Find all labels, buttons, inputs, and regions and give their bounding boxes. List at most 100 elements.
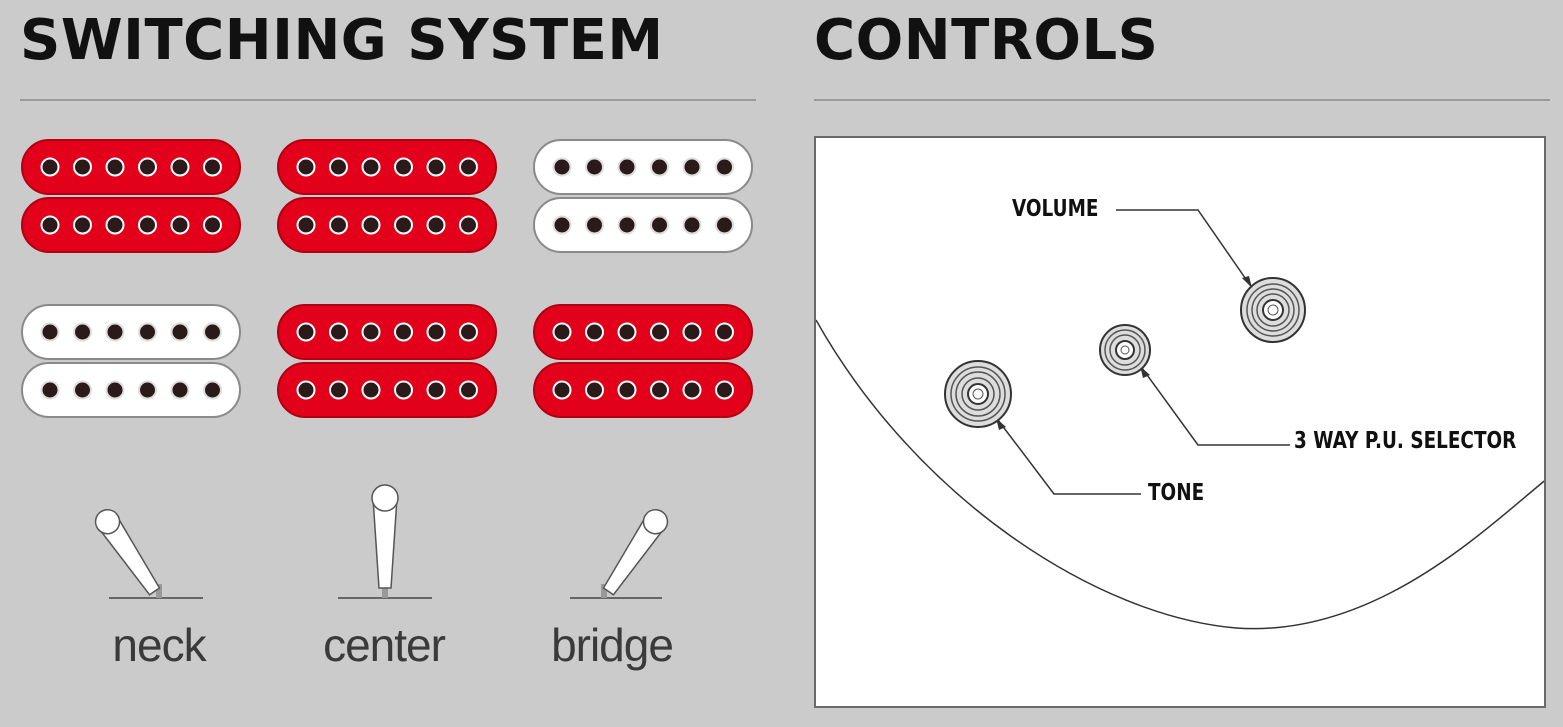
volume-label: VOLUME — [1012, 196, 1099, 222]
pole-piece — [715, 215, 734, 235]
pole-piece — [650, 215, 669, 235]
pole-piece — [650, 380, 669, 400]
pickup-center-neck-humbucker — [277, 139, 497, 253]
pole-piece — [585, 215, 604, 235]
pole-piece — [650, 157, 669, 177]
switch-bridge-icon — [570, 508, 669, 599]
pole-piece — [585, 380, 604, 400]
pickup-coil — [277, 197, 497, 253]
pole-piece — [73, 215, 92, 235]
pickup-coil — [533, 362, 753, 418]
pole-piece — [138, 322, 157, 342]
selector-knob-icon — [1099, 324, 1151, 376]
pickup-coil — [533, 139, 753, 195]
pole-piece — [361, 157, 381, 177]
pole-piece — [617, 380, 637, 400]
pickup-coil — [533, 197, 753, 253]
pickup-center-bridge-humbucker — [277, 304, 497, 418]
pickup-neck-neck-humbucker — [21, 139, 241, 253]
pole-piece — [459, 380, 478, 400]
pole-piece — [73, 157, 92, 177]
pole-piece — [40, 322, 60, 342]
pole-piece — [361, 380, 381, 400]
pickup-coil — [277, 139, 497, 195]
pole-piece — [105, 322, 125, 342]
pole-piece — [40, 215, 60, 235]
pole-piece — [682, 215, 702, 235]
guitar-body-outline — [816, 319, 1544, 630]
tone-leader-line — [997, 419, 1141, 495]
pole-piece — [585, 157, 604, 177]
pickup-diagram — [21, 139, 753, 418]
pole-piece — [394, 215, 413, 235]
pole-piece — [682, 322, 702, 342]
pole-piece — [329, 157, 348, 177]
switching-divider — [20, 99, 756, 101]
pole-piece — [296, 322, 316, 342]
pole-piece — [296, 380, 316, 400]
pole-piece — [138, 157, 157, 177]
pole-piece — [715, 322, 734, 342]
pole-piece — [361, 322, 381, 342]
pickup-coil — [21, 304, 241, 360]
switch-label-bridge: bridge — [551, 619, 674, 671]
pole-piece — [105, 380, 125, 400]
pole-piece — [426, 322, 446, 342]
pole-piece — [426, 157, 446, 177]
pole-piece — [459, 322, 478, 342]
pickup-coil — [21, 197, 241, 253]
pole-piece — [552, 215, 572, 235]
pole-piece — [715, 380, 734, 400]
pole-piece — [203, 322, 222, 342]
pole-piece — [170, 215, 190, 235]
controls-title: CONTROLS — [814, 8, 1159, 73]
volume-leader-line — [1116, 209, 1251, 286]
pole-piece — [203, 157, 222, 177]
pole-piece — [650, 322, 669, 342]
switching-system-title: SWITCHING SYSTEM — [20, 8, 664, 73]
pole-piece — [138, 215, 157, 235]
pole-piece — [585, 322, 604, 342]
pole-piece — [203, 215, 222, 235]
pole-piece — [459, 215, 478, 235]
switch-neck-icon — [94, 508, 203, 599]
switch-center-icon — [338, 484, 432, 599]
volume-knob-icon — [1240, 277, 1306, 343]
pole-piece — [329, 380, 348, 400]
pole-piece — [682, 157, 702, 177]
pickup-bridge-bridge-humbucker — [533, 304, 753, 418]
pole-piece — [394, 157, 413, 177]
pole-piece — [40, 157, 60, 177]
pole-piece — [617, 215, 637, 235]
pole-piece — [296, 215, 316, 235]
pole-piece — [715, 157, 734, 177]
pole-piece — [296, 157, 316, 177]
selector-leader-line — [1141, 367, 1290, 446]
pole-piece — [138, 380, 157, 400]
pole-piece — [170, 322, 190, 342]
selector-label: 3 WAY P.U. SELECTOR — [1294, 428, 1517, 454]
pole-piece — [552, 380, 572, 400]
tone-label: TONE — [1148, 480, 1205, 506]
pickup-coil — [21, 362, 241, 418]
pole-piece — [617, 157, 637, 177]
pole-piece — [552, 322, 572, 342]
pole-piece — [73, 380, 92, 400]
pole-piece — [426, 380, 446, 400]
pole-piece — [170, 157, 190, 177]
pickup-neck-bridge-humbucker — [21, 304, 241, 418]
pole-piece — [459, 157, 478, 177]
pole-piece — [682, 380, 702, 400]
switch-label-neck: neck — [112, 619, 206, 671]
tone-knob-icon — [944, 360, 1012, 428]
pole-piece — [105, 157, 125, 177]
pole-piece — [40, 380, 60, 400]
guitar-body-diagram — [816, 209, 1544, 630]
pole-piece — [361, 215, 381, 235]
switch-label-center: center — [323, 619, 446, 671]
pole-piece — [105, 215, 125, 235]
pole-piece — [170, 380, 190, 400]
pole-piece — [73, 322, 92, 342]
pole-piece — [617, 322, 637, 342]
pole-piece — [329, 322, 348, 342]
